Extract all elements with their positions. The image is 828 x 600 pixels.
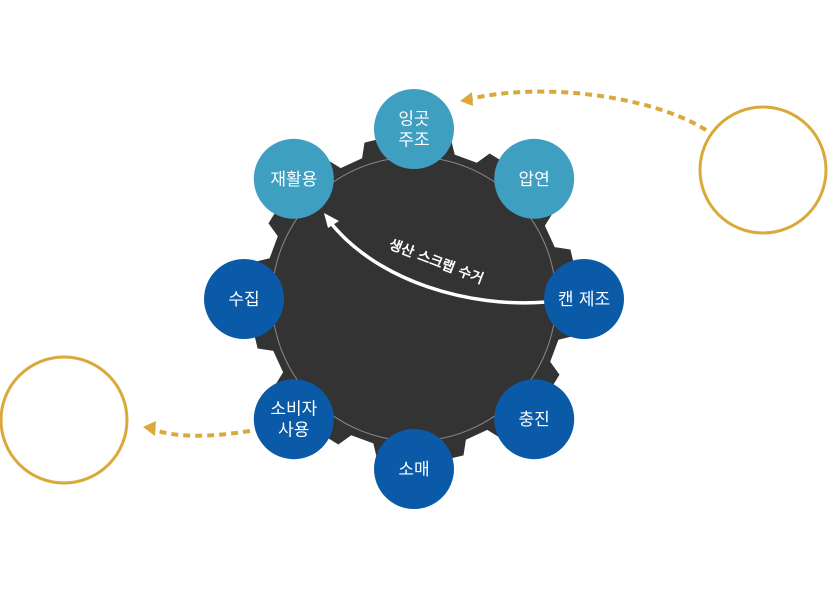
node-circle (374, 89, 454, 169)
node-circle (544, 259, 624, 339)
node-label: 소비자 (270, 400, 317, 420)
node-collection: 수집 (204, 259, 284, 339)
node-label: 소매 (398, 460, 429, 480)
dotted-arrow-bottom-head (143, 421, 156, 436)
node-circle (374, 429, 454, 509)
node-circle (494, 138, 575, 219)
node-circle (253, 379, 334, 460)
dotted-arrow-bottom (153, 428, 251, 438)
right-open-circle (698, 105, 828, 235)
scrap-collection-arrow (328, 220, 547, 305)
node-label: 주조 (398, 131, 429, 151)
node-label: 재활용 (270, 170, 317, 190)
node-circle (204, 259, 284, 339)
left-open-circle (0, 355, 129, 485)
node-rolling: 압연 (494, 138, 575, 219)
gear-body (250, 135, 578, 463)
dotted-arrow-top (469, 89, 708, 132)
node-retail: 소매 (374, 429, 454, 509)
node-label: 캔 제조 (558, 290, 610, 310)
node-label: 잉곳 (398, 110, 429, 130)
scrap-collection-arrow-head (324, 213, 339, 228)
node-label: 사용 (278, 421, 309, 441)
node-recycling: 재활용 (253, 138, 334, 219)
node-filling: 충진 (494, 379, 575, 460)
node-circle (494, 379, 575, 460)
dotted-arrow-top-head (460, 92, 473, 106)
node-circle (253, 138, 334, 219)
node-label: 압연 (519, 170, 550, 190)
node-label: 충진 (519, 410, 550, 430)
node-label: 수집 (228, 290, 259, 310)
node-can-making: 캔 제조 (544, 259, 624, 339)
